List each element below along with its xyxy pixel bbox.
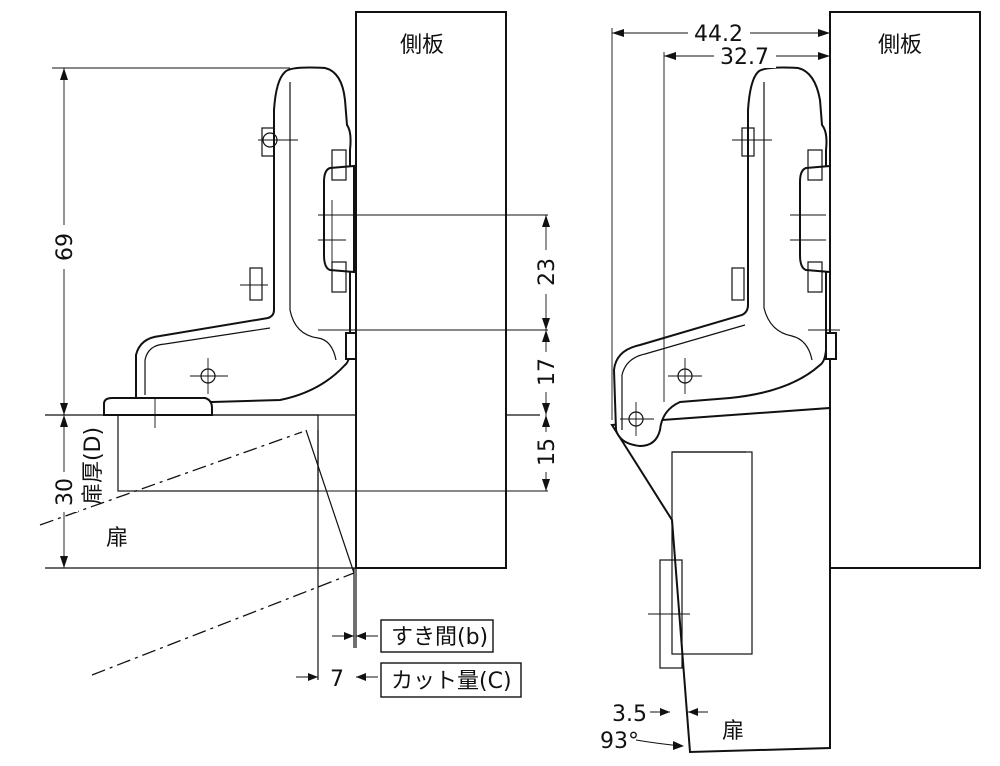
dimension-17: 17 [535, 358, 560, 386]
dimension-93-degrees: 93° [600, 729, 639, 754]
right-door-label: 扉 [722, 719, 744, 744]
left-side-panel [355, 11, 507, 569]
dimension-30: 30 [53, 478, 78, 506]
door-thickness-label: 扉厚(D) [81, 427, 106, 505]
left-view: 69 30 扉厚(D) 扉 側板 23 17 15 すき間(b) 7 カット量(… [39, 11, 560, 698]
right-side-panel-label: 側板 [878, 33, 922, 58]
right-mounting-plate [799, 164, 831, 274]
left-screw-lower [249, 267, 263, 301]
left-cup-recess [117, 414, 319, 492]
left-hinge-arm [135, 66, 352, 405]
dimension-15: 15 [535, 438, 560, 466]
dimension-69: 69 [53, 233, 78, 261]
left-cup-plate [103, 397, 213, 416]
dimension-7: 7 [330, 667, 344, 692]
dimension-23: 23 [535, 258, 560, 286]
right-door [610, 406, 831, 754]
left-door-open-line-1 [39, 431, 303, 526]
right-view: 側板 44.2 [600, 11, 981, 754]
dimension-3-5: 3.5 [612, 702, 647, 727]
right-cup-recess [671, 451, 753, 655]
cut-amount-label: カット量(C) [391, 669, 512, 694]
left-door-open-line-2 [91, 572, 355, 676]
right-hinge-arm [612, 66, 828, 448]
left-mounting-plate [323, 164, 355, 274]
dimension-44-2: 44.2 [694, 22, 743, 47]
gap-label: すき間(b) [391, 625, 488, 650]
left-side-panel-label: 側板 [400, 33, 444, 58]
right-side-panel [829, 11, 981, 569]
dimension-32-7: 32.7 [720, 45, 769, 70]
left-door-label: 扉 [106, 526, 128, 551]
